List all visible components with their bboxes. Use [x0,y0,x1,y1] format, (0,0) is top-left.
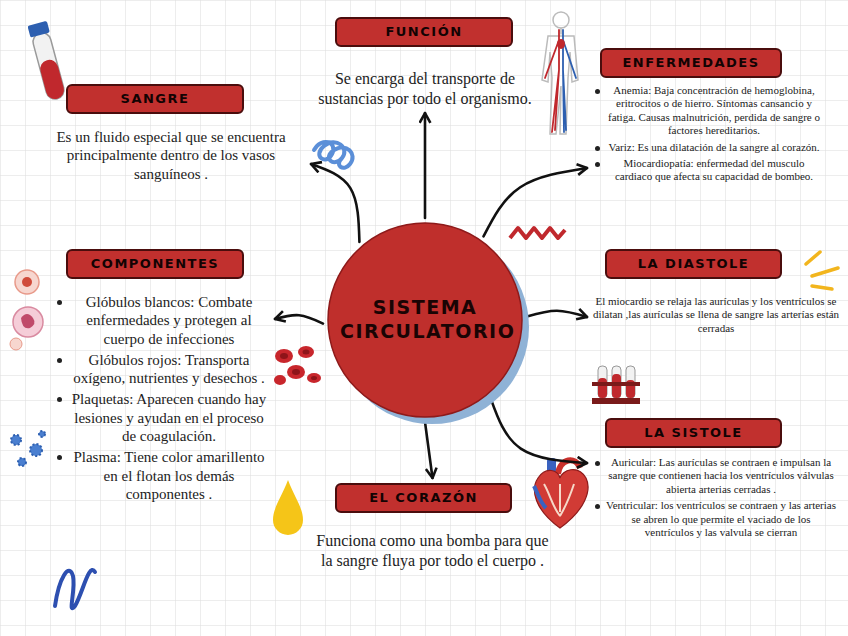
connector-arrow [491,398,587,463]
body-text: Variz: Es una dilatación de la sangre al… [592,141,822,154]
section-node: SANGRE Es un fluido especial que se encue… [36,84,306,183]
platelets-part [30,444,42,456]
circle-fill [328,223,522,417]
hub-circle: SISTEMA CIRCULATORIO [327,222,523,418]
ray-doodle [806,252,838,289]
connector-arrow [527,311,587,317]
section-node: ENFERMEDADES Anemia: Baja concentración d… [592,48,828,184]
circulatory-figure-part [563,30,576,132]
hub-text-wrap: SISTEMA CIRCULATORIO [327,222,523,418]
white-blood-cells-part [15,270,39,294]
body-text: Se encarga del transporte de sustancias … [318,69,532,108]
connector-arrow [275,315,323,323]
platelets-part [11,435,21,445]
white-blood-cells-part [21,314,34,328]
tube-rack-part [592,398,640,404]
section-heading: ENFERMEDADES [600,48,782,78]
body-text: Plaquetas: Aparecen cuando hay lesiones … [54,390,270,445]
body-text: Glóbulos rojos: Transporta oxígeno, nutr… [54,351,270,388]
red-blood-cells-part [280,353,288,359]
white-blood-cells-part [13,307,43,337]
heart-illustration-part [534,486,546,508]
connector-arrow [311,164,359,242]
ray-doodle-part [806,252,820,264]
body-text: Plasma: Tiene color amarillento en el fl… [54,448,270,503]
red-blood-cells-part [292,369,300,375]
section-node: LA DIASTOLE El miocardio se relaja las au… [592,249,842,335]
section-heading: COMPONENTES [66,249,244,279]
body-text: Anemia: Baja concentración de hemoglobin… [592,84,822,138]
red-blood-cells-part [311,376,317,380]
platelets-part [39,431,45,437]
red-blood-cells-part [287,365,305,379]
white-blood-cells-part [10,338,22,350]
white-blood-cells-part [22,277,32,287]
body-text: Glóbulos blancos: Combate enfermedades y… [54,293,270,348]
red-blood-cells-part [303,350,310,355]
tube-rack-part [598,378,607,398]
section-heading: LA SISTOLE [605,418,782,448]
circulatory-figure-part [553,12,569,28]
section-heading: SANGRE [66,84,244,114]
connector-arrow [425,422,433,478]
body-text: Ventricular: los ventrículos se contraen… [592,499,836,539]
test-tube-part [38,58,66,101]
white-blood-cells [10,270,43,350]
circulatory-figure-part [545,30,559,132]
zigzag-doodle [510,228,565,238]
connector-arrow [484,168,587,236]
section-heading: LA DIASTOLE [605,249,782,279]
heart-illustration-part [544,484,574,516]
tube-rack-part [592,382,640,386]
test-tube-part [31,31,66,101]
section-heading: FUNCIÓN [335,17,513,47]
squiggle-doodle [55,570,95,608]
section-node: COMPONENTES Glóbulos blancos: Combate enf… [30,249,270,503]
body-text: El miocardio se relaja las aurículas y l… [592,295,840,335]
ray-doodle-part [812,286,832,289]
hub-title: SISTEMA CIRCULATORIO [340,296,510,344]
section-heading: EL CORAZÓN [335,483,512,513]
circulatory-figure [542,12,578,134]
red-blood-cells-part [275,349,293,363]
red-blood-cells-part [298,346,314,358]
section-node: FUNCIÓN Se encarga del transporte de sust… [318,17,532,108]
body-text: Auricular: Las aurículas se contraen e i… [592,456,836,496]
circulatory-figure-part [557,39,565,49]
test-tube-part [27,21,49,38]
red-blood-cells-part [307,373,321,383]
platelets-part [18,458,26,466]
heart-illustration-part [534,470,588,528]
spiral-doodle [314,142,353,168]
test-tube [27,21,67,102]
platelets [11,431,45,466]
section-node: EL CORAZÓN Funciona como una bomba para q… [310,483,555,570]
section-node: LA SISTOLE Auricular: Las aurículas se co… [592,418,838,539]
body-text: Funciona como una bomba para que la sang… [310,531,555,570]
ray-doodle-part [812,268,838,276]
heart-illustration [534,458,588,528]
plasma-drop [273,480,303,535]
circulatory-figure-part [542,28,578,134]
tube-rack [592,366,640,404]
red-blood-cells [274,346,321,385]
connector-arrow [424,113,427,218]
body-text: Miocardiopatía: enfermedad del musculo c… [592,157,822,184]
body-text: Es un fluido especial que se encuentra p… [36,128,306,183]
red-blood-cells-part [274,375,286,385]
